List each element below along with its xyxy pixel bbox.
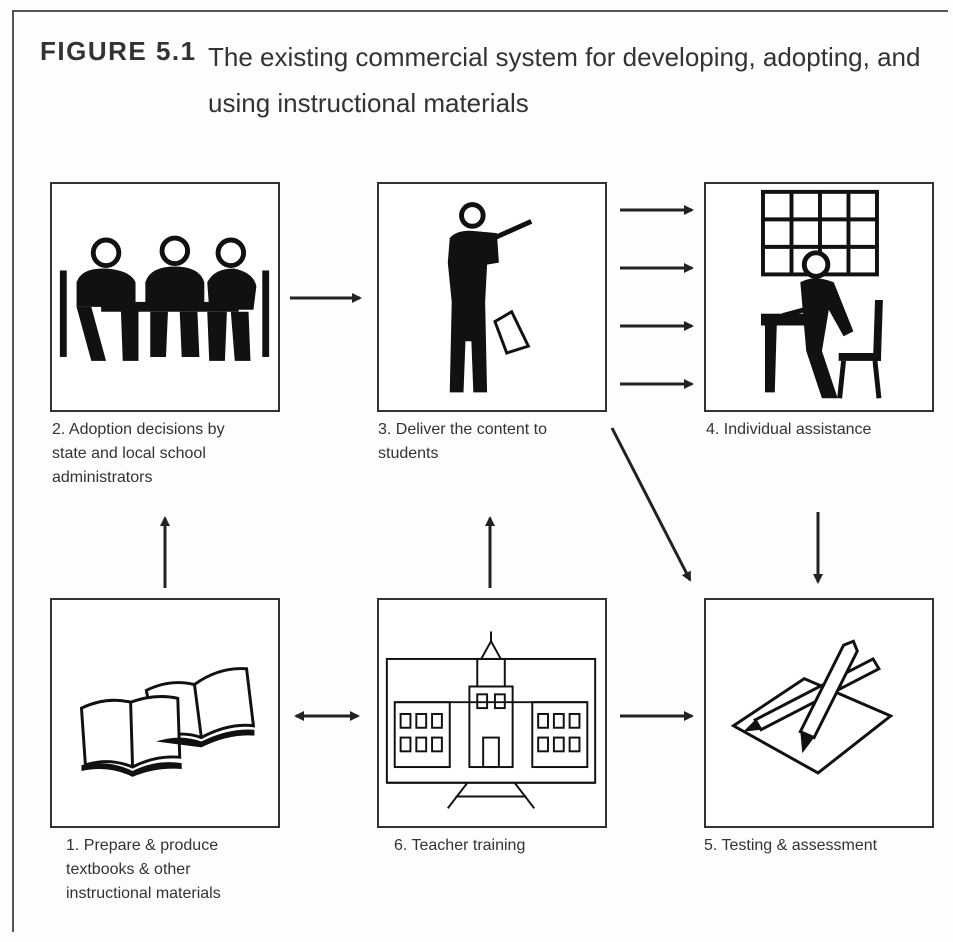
- deliver-box: [377, 182, 607, 412]
- meeting-table-icon: [59, 235, 270, 361]
- open-books-icon: [79, 667, 256, 777]
- school-building-icon: [385, 631, 597, 809]
- figure-title: The existing commercial system for devel…: [208, 42, 921, 118]
- training-box: [377, 598, 607, 828]
- training-label: 6. Teacher training: [394, 837, 526, 854]
- adoption-label: 2. Adoption decisions by state and local…: [52, 421, 225, 486]
- testing-label: 5. Testing & assessment: [704, 837, 878, 854]
- testing-box: [704, 598, 934, 828]
- deliver-label: 3. Deliver the content to students: [378, 421, 547, 462]
- prepare-label: 1. Prepare & produce textbooks & other i…: [66, 837, 221, 902]
- presenter-icon: [447, 202, 533, 393]
- student-at-desk-icon: [761, 189, 883, 399]
- pencil-paper-icon: [730, 639, 894, 775]
- prepare-box: [50, 598, 280, 828]
- adoption-box: [50, 182, 280, 412]
- individual-box: [704, 182, 934, 412]
- individual-label: 4. Individual assistance: [706, 421, 872, 438]
- figure-frame: [12, 10, 948, 932]
- arrow-deliver-to-testing: [610, 427, 692, 582]
- figure-number: FIGURE 5.1: [40, 36, 197, 66]
